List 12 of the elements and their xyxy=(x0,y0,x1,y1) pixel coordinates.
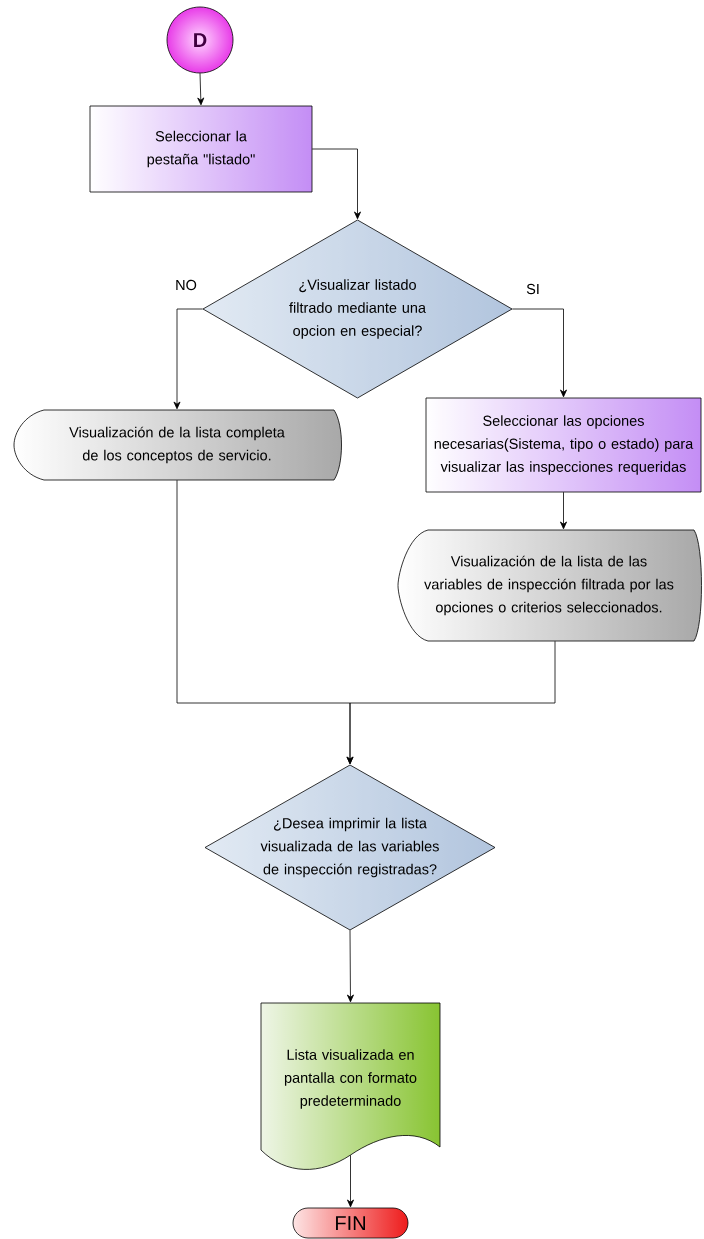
arrow xyxy=(311,148,361,220)
arrow xyxy=(346,640,556,765)
arrow xyxy=(347,929,354,1003)
arrow xyxy=(511,308,567,398)
edge-label: SI xyxy=(525,282,541,296)
process-box: Seleccionar las opciones necesarias(Sistema, tipo o estado) para visualizar las inspecciones requeridas xyxy=(425,397,702,493)
arrow xyxy=(173,308,204,410)
process-box: Seleccionar la pestaña "listado" xyxy=(89,105,313,193)
arrow xyxy=(347,1154,354,1208)
arrow xyxy=(560,491,567,530)
arrow xyxy=(197,72,205,106)
edge-label: NO xyxy=(174,278,198,292)
